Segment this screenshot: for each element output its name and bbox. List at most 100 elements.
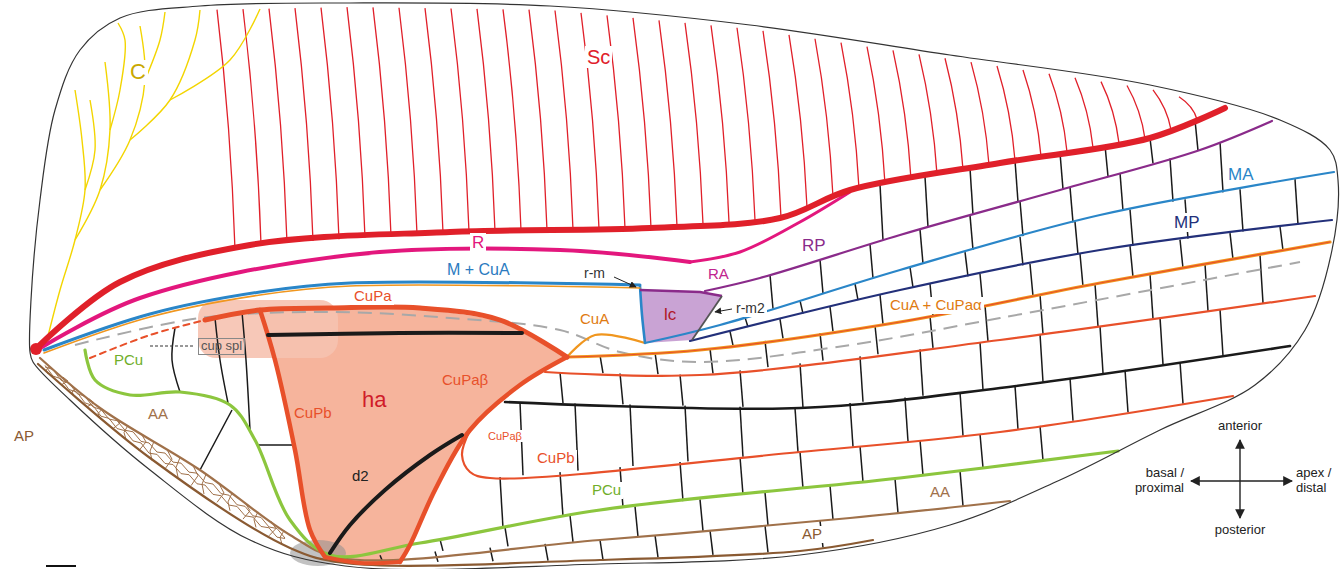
subcostal-branch xyxy=(1179,97,1197,119)
crossvein xyxy=(680,462,683,501)
vein-label: M + CuA xyxy=(445,261,512,279)
crossvein xyxy=(1125,370,1128,412)
crossvein xyxy=(800,363,803,407)
crossvein xyxy=(600,540,603,560)
subcostal-branch xyxy=(295,8,313,241)
lc-border xyxy=(692,296,722,340)
direction-label: anterior xyxy=(1216,419,1264,434)
crossvein xyxy=(635,506,638,536)
crossvein xyxy=(970,168,973,214)
subcostal-branch xyxy=(555,10,573,229)
region-label: ha xyxy=(360,388,388,413)
vein-label: Sc xyxy=(585,46,612,68)
crossvein xyxy=(1160,318,1163,365)
crossvein xyxy=(1220,309,1223,355)
vein xyxy=(330,435,462,553)
vein-label: PCu xyxy=(590,482,623,499)
crossvein xyxy=(1230,233,1233,259)
crossvein xyxy=(820,333,823,360)
crossvein xyxy=(740,407,743,457)
crossvein xyxy=(570,516,573,542)
vein-label: R xyxy=(470,233,486,252)
subcostal-branch xyxy=(1153,90,1171,130)
scale-bar xyxy=(46,565,76,567)
cell-label: lc xyxy=(662,305,678,324)
costal-vein xyxy=(110,23,125,130)
crossvein xyxy=(620,373,623,404)
vein-label: PCu xyxy=(112,352,145,369)
crossvein xyxy=(1280,227,1283,251)
crossvein xyxy=(875,326,878,355)
crossvein xyxy=(855,284,858,300)
subcostal-branch xyxy=(659,20,677,226)
vein-label: AA xyxy=(146,406,170,423)
crossvein xyxy=(1080,254,1083,286)
lc-border xyxy=(640,290,722,296)
crossvein xyxy=(1180,240,1183,269)
crossvein xyxy=(710,530,713,555)
subcostal-branch xyxy=(971,62,989,165)
crossvein xyxy=(1295,179,1298,224)
crossvein xyxy=(1040,426,1043,460)
crossvein xyxy=(1095,284,1098,326)
crossvein xyxy=(765,492,768,525)
direction-label: apex / distal xyxy=(1294,466,1338,495)
crossvein xyxy=(215,318,228,403)
crossvein xyxy=(630,405,633,466)
subcostal-branch xyxy=(737,28,755,220)
subcostal-branch xyxy=(789,35,807,207)
crossvein xyxy=(655,535,658,557)
crossvein xyxy=(1040,295,1043,334)
subcostal-branch xyxy=(919,54,937,174)
subcostal-branch xyxy=(815,39,833,197)
crossvein xyxy=(560,372,563,403)
crossvein xyxy=(895,479,898,513)
vein xyxy=(40,358,1010,560)
vein-label: CuPaβ xyxy=(486,430,524,442)
subcostal-branch xyxy=(269,9,287,243)
subcostal-branch xyxy=(399,8,417,234)
crossvein xyxy=(1015,161,1018,202)
vein-label: CuPb xyxy=(535,450,577,467)
crossvein xyxy=(700,499,703,531)
crossvein xyxy=(985,305,988,341)
costal-vein xyxy=(48,90,85,336)
costal-veins xyxy=(48,9,260,336)
crossvein xyxy=(960,471,963,506)
crossvein xyxy=(1180,362,1183,404)
crossvein xyxy=(1020,237,1023,265)
crossvein xyxy=(1150,138,1153,163)
vein xyxy=(40,108,1225,345)
crossvein xyxy=(490,548,493,562)
crossvein xyxy=(830,485,833,519)
crossvein xyxy=(925,177,928,228)
crossvein-label: r-m xyxy=(582,266,607,282)
crossvein xyxy=(740,370,743,407)
vein xyxy=(462,396,1233,479)
crossvein xyxy=(680,375,683,406)
subcostal-branch xyxy=(477,9,495,231)
subcostal-branch xyxy=(841,43,859,189)
vein xyxy=(645,172,1334,343)
crossvein xyxy=(765,341,768,367)
crossvein xyxy=(1260,254,1263,303)
subcostal-branch xyxy=(893,50,911,179)
crossvein xyxy=(780,319,783,338)
crossvein xyxy=(965,252,968,276)
wing-base xyxy=(30,343,42,355)
crossvein xyxy=(960,392,963,436)
main-veins xyxy=(38,108,1334,566)
leader-arrow xyxy=(614,277,636,287)
subcostal-branch xyxy=(1023,70,1041,156)
subcostal-branch xyxy=(425,8,443,232)
vein xyxy=(42,249,690,347)
crossvein xyxy=(860,356,863,401)
subcostal-branch xyxy=(1127,86,1145,139)
subcostal-branch xyxy=(373,7,391,235)
subcostal-branch xyxy=(347,7,365,237)
crossvein xyxy=(560,472,563,517)
crossvein xyxy=(920,440,923,475)
crossvein-label: r-m2 xyxy=(734,301,767,317)
subcostal-branch xyxy=(633,18,651,228)
